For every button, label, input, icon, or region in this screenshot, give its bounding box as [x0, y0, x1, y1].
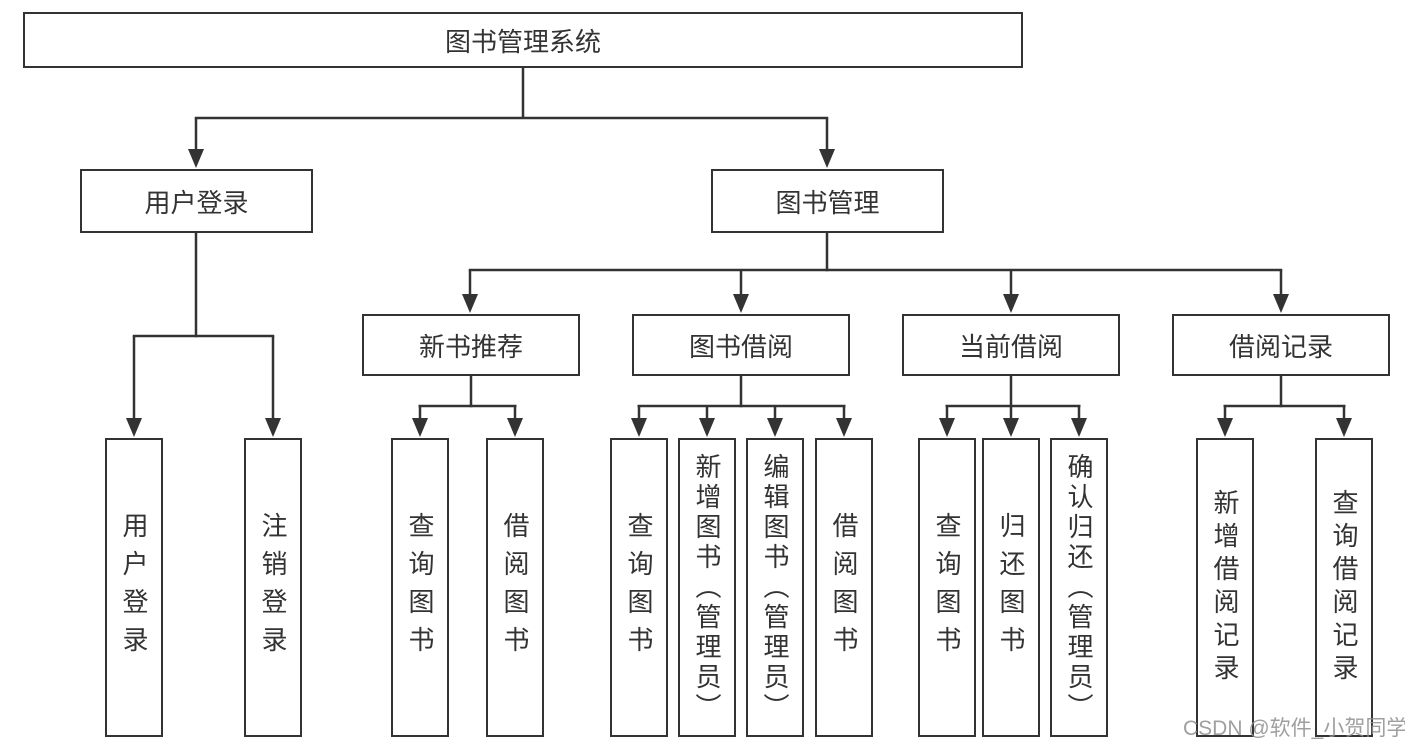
- node-root-system: 图书管理系统: [23, 12, 1023, 68]
- node-label: 查询图书: [405, 511, 435, 664]
- node-label: 借阅图书: [829, 511, 859, 664]
- node-leaf-add-borrow-record: 新增借阅记录: [1196, 438, 1254, 737]
- node-leaf-query-books-current: 查询图书: [918, 438, 976, 737]
- node-label: 图书借阅: [688, 331, 793, 362]
- node-label: 用户登录: [144, 187, 249, 218]
- node-label: 查询借阅记录: [1329, 488, 1359, 687]
- node-current-borrow: 当前借阅: [902, 314, 1120, 376]
- node-book-borrow: 图书借阅: [632, 314, 850, 376]
- node-leaf-logout: 注销登录: [244, 438, 302, 737]
- node-label: 图书管理系统: [444, 26, 601, 57]
- node-label: 新增借阅记录: [1210, 488, 1240, 687]
- node-label: 查询图书: [932, 511, 962, 664]
- node-new-book-recommend: 新书推荐: [362, 314, 580, 376]
- watermark: CSDN @软件_小贺同学: [1183, 717, 1405, 740]
- node-leaf-borrow-books-recommend: 借阅图书: [486, 438, 544, 737]
- node-leaf-query-books-borrow: 查询图书: [610, 438, 668, 737]
- node-leaf-confirm-return-admin: 确认归还（管理员）: [1050, 438, 1108, 737]
- node-label: 当前借阅: [958, 331, 1063, 362]
- node-label: 查询图书: [624, 511, 654, 664]
- node-label: 新增图书（管理员）: [692, 452, 722, 723]
- node-book-management: 图书管理: [711, 169, 944, 233]
- node-leaf-user-login: 用户登录: [105, 438, 163, 737]
- node-label: 借阅记录: [1228, 331, 1333, 362]
- node-leaf-add-book-admin: 新增图书（管理员）: [678, 438, 736, 737]
- node-leaf-return-book: 归还图书: [982, 438, 1040, 737]
- node-label: 注销登录: [258, 511, 288, 664]
- node-label: 确认归还（管理员）: [1064, 452, 1094, 723]
- node-label: 图书管理: [775, 187, 880, 218]
- node-leaf-query-books-recommend: 查询图书: [391, 438, 449, 737]
- node-label: 用户登录: [119, 511, 149, 664]
- node-label: 归还图书: [996, 511, 1026, 664]
- node-leaf-edit-book-admin: 编辑图书（管理员）: [746, 438, 804, 737]
- node-leaf-query-borrow-record: 查询借阅记录: [1315, 438, 1373, 737]
- node-borrow-records: 借阅记录: [1172, 314, 1390, 376]
- node-label: 借阅图书: [500, 511, 530, 664]
- node-label: 编辑图书（管理员）: [760, 452, 790, 723]
- node-label: 新书推荐: [418, 331, 523, 362]
- node-leaf-borrow-books: 借阅图书: [815, 438, 873, 737]
- node-user-login: 用户登录: [80, 169, 313, 233]
